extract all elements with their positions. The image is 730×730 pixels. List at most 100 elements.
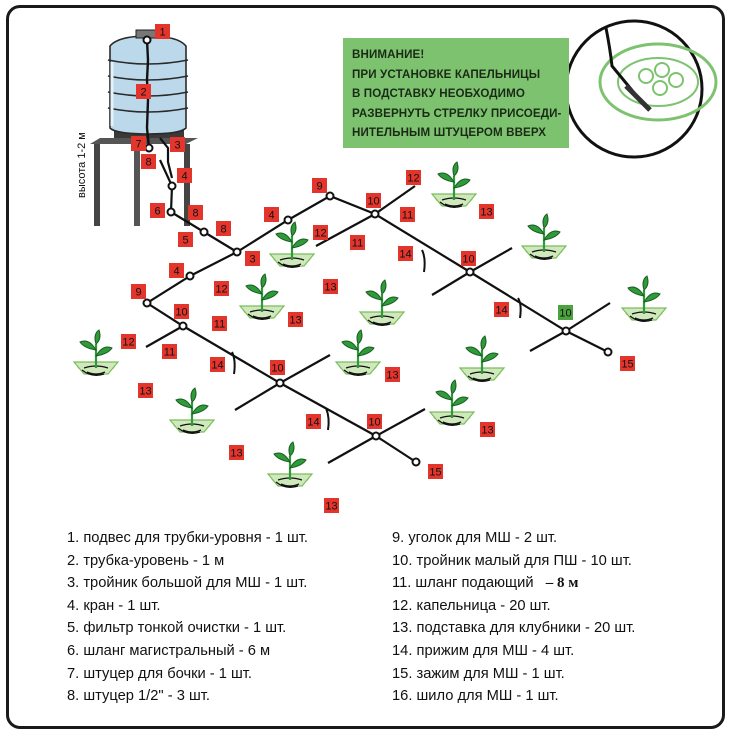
marker-9: 9: [312, 178, 327, 193]
marker-8: 8: [216, 221, 231, 236]
marker-14: 14: [210, 357, 225, 372]
notice-line: РАЗВЕРНУТЬ СТРЕЛКУ ПРИСОЕДИ-: [352, 106, 562, 120]
marker-label: 11: [352, 238, 363, 250]
parts-legend-right: 9. уголок для МШ - 2 шт. 10. тройник мал…: [392, 527, 635, 708]
marker-label: 13: [324, 282, 336, 294]
marker-label: 11: [164, 347, 175, 359]
marker-label: 9: [135, 287, 141, 299]
parts-legend-left: 1. подвес для трубки-уровня - 1 шт. 2. т…: [67, 527, 308, 708]
legend-item-11-label: 11. шланг подающий: [392, 575, 534, 592]
marker-label: 15: [429, 467, 441, 479]
hose-clamps: [231, 249, 522, 431]
marker-label: 15: [621, 359, 633, 371]
marker-11: 11: [212, 316, 227, 331]
marker-13: 13: [229, 445, 244, 460]
hose-connectors: [142, 35, 613, 467]
marker-12: 12: [313, 225, 328, 240]
marker-label: 13: [230, 448, 242, 460]
marker-label: 10: [271, 363, 283, 375]
legend-item: 14. прижим для МШ - 4 шт.: [392, 642, 575, 659]
legend-item: 16. шило для МШ - 1 шт.: [392, 688, 559, 705]
inset-detail: [564, 19, 718, 159]
marker-3: 3: [245, 251, 260, 266]
installation-notice: ВНИМАНИЕ! ПРИ УСТАНОВКЕ КАПЕЛЬНИЦЫ В ПОД…: [343, 38, 569, 148]
marker-13: 13: [323, 279, 338, 294]
marker-10: 10: [366, 193, 381, 208]
legend-item: 3. тройник большой для МШ - 1 шт.: [67, 575, 308, 592]
marker-label: 10: [367, 196, 379, 208]
marker-label: 3: [249, 254, 255, 266]
legend-item-11-amount: – 8 м: [545, 575, 579, 592]
legend-item: 15. зажим для МШ - 1 шт.: [392, 665, 565, 682]
marker-10: 10: [367, 414, 382, 429]
legend-item: 5. фильтр тонкой очистки - 1 шт.: [67, 620, 287, 637]
marker-14: 14: [306, 414, 321, 429]
marker-label: 7: [135, 139, 141, 151]
marker-10: 10: [270, 360, 285, 375]
water-tank: [90, 29, 198, 226]
marker-6: 6: [150, 203, 165, 218]
marker-3: 3: [170, 137, 185, 152]
marker-label: 12: [314, 228, 326, 240]
marker-11: 11: [350, 235, 365, 250]
marker-label: 10: [559, 308, 571, 320]
marker-4: 4: [264, 207, 279, 222]
marker-label: 4: [268, 210, 274, 222]
marker-label: 4: [181, 171, 187, 183]
marker-2: 2: [136, 84, 151, 99]
marker-14: 14: [494, 302, 509, 317]
marker-label: 14: [307, 417, 319, 429]
marker-10: 10: [461, 251, 476, 266]
legend-item: 9. уголок для МШ - 2 шт.: [392, 530, 558, 546]
marker-13: 13: [288, 312, 303, 327]
legend-item: 12. капельница - 20 шт.: [392, 597, 551, 614]
legend-item: 4. кран - 1 шт.: [67, 597, 161, 614]
marker-label: 13: [139, 386, 151, 398]
marker-label: 14: [211, 360, 223, 372]
legend-item-11: 11. шланг подающий – 8 м: [392, 572, 635, 595]
marker-4: 4: [169, 263, 184, 278]
marker-label: 14: [399, 249, 411, 261]
marker-9: 9: [131, 284, 146, 299]
marker-14: 14: [398, 246, 413, 261]
marker-label: 13: [480, 207, 492, 219]
notice-line: НИТЕЛЬНЫМ ШТУЦЕРОМ ВВЕРХ: [352, 126, 547, 140]
marker-12: 12: [214, 281, 229, 296]
marker-11: 11: [400, 207, 415, 222]
marker-5: 5: [178, 232, 193, 247]
marker-13: 13: [479, 204, 494, 219]
marker-12: 12: [121, 334, 136, 349]
legend-item: 7. штуцер для бочки - 1 шт.: [67, 665, 252, 682]
marker-10: 10: [174, 304, 189, 319]
legend-item: 1. подвес для трубки-уровня - 1 шт.: [67, 530, 308, 546]
marker-label: 6: [154, 206, 160, 218]
notice-line: ПРИ УСТАНОВКЕ КАПЕЛЬНИЦЫ: [352, 67, 541, 81]
marker-label: 1: [159, 27, 165, 39]
marker-11: 11: [162, 344, 177, 359]
marker-label: 10: [175, 307, 187, 319]
legend-item: 10. тройник малый для ПШ - 10 шт.: [392, 552, 632, 569]
marker-label: 4: [173, 266, 179, 278]
marker-label: 3: [174, 140, 180, 152]
notice-line: В ПОДСТАВКУ НЕОБХОДИМО: [352, 87, 525, 101]
marker-label: 11: [402, 210, 413, 222]
marker-10: 10: [558, 305, 573, 320]
marker-label: 8: [192, 208, 198, 220]
marker-13: 13: [385, 367, 400, 382]
marker-15: 15: [428, 464, 443, 479]
marker-label: 5: [182, 235, 188, 247]
marker-label: 9: [316, 181, 322, 193]
legend-item: 8. штуцер 1/2" - 3 шт.: [67, 688, 210, 705]
marker-13: 13: [480, 422, 495, 437]
marker-4: 4: [177, 168, 192, 183]
notice-line: ВНИМАНИЕ!: [352, 48, 425, 61]
legend-item: 13. подставка для клубники - 20 шт.: [392, 620, 636, 637]
marker-label: 2: [140, 87, 146, 99]
marker-label: 13: [289, 315, 301, 327]
marker-8: 8: [188, 205, 203, 220]
legend-item: 2. трубка-уровень - 1 м: [67, 552, 225, 569]
marker-12: 12: [406, 170, 421, 185]
height-label: высота 1-2 м: [76, 132, 88, 198]
marker-label: 14: [495, 305, 507, 317]
